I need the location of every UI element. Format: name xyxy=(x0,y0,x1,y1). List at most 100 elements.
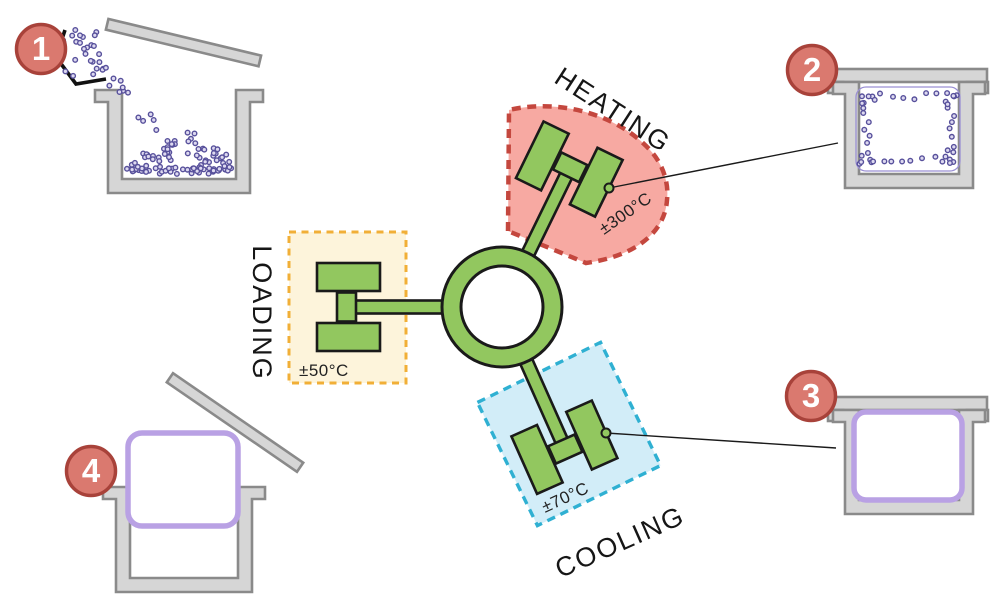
powder-particle xyxy=(179,166,186,173)
rotor xyxy=(315,119,625,496)
powder-particle xyxy=(161,150,168,157)
powder-particle xyxy=(62,68,69,75)
powder-particle xyxy=(147,111,154,118)
powder-particle xyxy=(859,100,866,107)
powder-particle xyxy=(919,155,926,162)
powder-particle xyxy=(173,170,180,177)
powder-particle xyxy=(861,126,868,133)
rotor-hub-inner xyxy=(459,264,545,350)
coating-outline xyxy=(855,86,961,172)
powder-particle xyxy=(950,92,957,99)
arm-crossbar xyxy=(335,291,358,323)
mold-lid xyxy=(826,67,989,84)
powder-particle xyxy=(91,32,98,39)
cooling-callout-marker xyxy=(600,427,612,439)
powder-particle xyxy=(123,165,130,172)
powder-particle xyxy=(881,158,888,165)
powder-particle xyxy=(946,125,953,132)
powder-particle xyxy=(82,50,89,57)
mold-step3-cooled xyxy=(826,395,990,516)
mold-lid xyxy=(826,395,989,412)
powder-particle xyxy=(156,158,163,165)
mold-lid-tilted xyxy=(164,371,306,474)
powder-particle xyxy=(116,88,123,95)
powder-particle xyxy=(859,93,866,100)
powder-particle xyxy=(911,96,918,103)
powder-particle xyxy=(858,152,865,159)
powder-particle xyxy=(888,158,895,165)
powder-particle xyxy=(190,165,197,172)
powder-particle xyxy=(195,145,202,152)
mold-container xyxy=(831,80,987,190)
powder-particle xyxy=(165,165,172,172)
powder-particle xyxy=(172,164,179,171)
powder-particle xyxy=(221,163,228,170)
heating-callout-marker xyxy=(603,182,615,194)
arm-shaft xyxy=(350,299,450,315)
mold-container xyxy=(93,88,265,195)
powder-particle xyxy=(168,141,175,148)
mold-plate xyxy=(315,321,382,353)
powder-particle xyxy=(135,114,142,121)
powder-particle xyxy=(69,32,76,39)
powder-particle xyxy=(96,51,103,58)
powder-particle xyxy=(184,166,191,173)
badge-circle xyxy=(64,444,118,498)
powder-particle xyxy=(223,151,230,158)
powder-particle xyxy=(93,65,100,72)
powder-particle xyxy=(150,116,157,123)
powder-particle xyxy=(201,146,208,153)
powder-particle xyxy=(858,158,865,165)
powder-particle xyxy=(864,149,871,156)
powder-particle xyxy=(185,138,192,145)
powder-particle xyxy=(871,96,878,103)
powder-particle xyxy=(96,59,103,66)
mold-plate xyxy=(315,261,382,293)
powder-particle xyxy=(184,129,191,136)
loading-temp: ±50°C xyxy=(299,361,349,380)
powder-particle xyxy=(877,90,884,97)
powder-particle xyxy=(944,147,951,154)
badge-number: 3 xyxy=(802,377,820,414)
powder-particle xyxy=(131,159,138,166)
mold-step4-demolding xyxy=(101,371,306,594)
powder-particle xyxy=(226,158,233,165)
powder-particle xyxy=(946,159,953,166)
powder-particle xyxy=(899,158,906,165)
cooling-label: COOLING xyxy=(551,500,690,584)
heating-to-mold2-line xyxy=(608,142,839,189)
powder-particle xyxy=(106,82,113,89)
powder-particle xyxy=(72,56,79,63)
powder-particle xyxy=(932,153,939,160)
powder-particle xyxy=(890,93,897,100)
badge-number: 2 xyxy=(803,51,821,88)
step-badge-1: 1 xyxy=(14,22,68,76)
powder-particle xyxy=(76,32,83,39)
powder-particle xyxy=(87,57,94,64)
arm-crossbar xyxy=(551,150,590,184)
mold-plate xyxy=(509,423,565,496)
mold-step2-heated xyxy=(826,67,990,190)
powder-particle xyxy=(942,153,949,160)
powder-particle xyxy=(864,139,871,146)
powder-particle xyxy=(90,43,97,50)
powder-particle xyxy=(110,75,117,82)
powder-particle xyxy=(214,146,221,153)
powder-particle xyxy=(860,105,867,112)
powder-particle xyxy=(134,163,141,170)
powder-particle xyxy=(210,167,217,174)
powder-particle xyxy=(219,154,226,161)
powder-particle xyxy=(192,140,199,147)
powder-particle xyxy=(213,157,220,164)
mold-plate xyxy=(514,119,571,193)
powder-particle xyxy=(149,156,156,163)
powder-particle xyxy=(164,137,171,144)
powder-particle xyxy=(153,126,160,133)
powder-particle xyxy=(870,158,877,165)
cooling-zone xyxy=(475,340,663,528)
powder-pile xyxy=(123,129,235,177)
finished-part xyxy=(125,430,241,529)
powder-particle xyxy=(865,93,872,100)
powder-particle xyxy=(860,109,867,116)
